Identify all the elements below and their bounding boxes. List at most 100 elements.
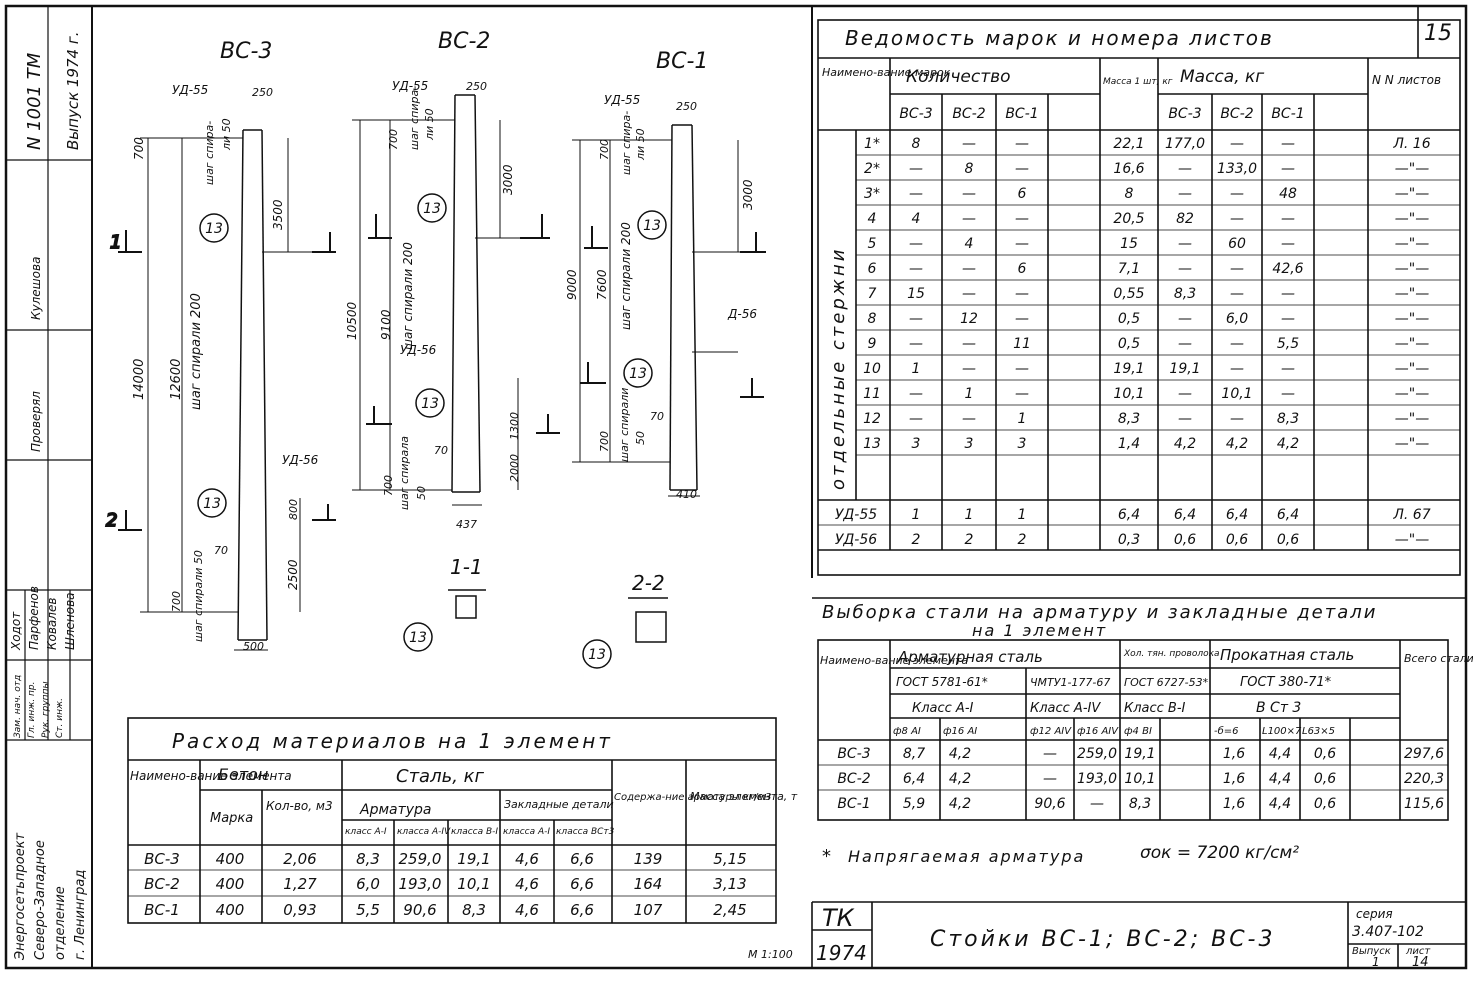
table-cell: —: [1178, 261, 1192, 277]
table-cell: Кулешова: [29, 257, 43, 320]
table-cell: 70: [650, 410, 664, 423]
table-cell: 220,3: [1404, 771, 1444, 787]
note-formula: σок = 7200 кг/см²: [1140, 843, 1299, 863]
marker-13: 13: [588, 647, 606, 663]
table-cell: —"—: [1395, 386, 1429, 402]
table-cell: Марка: [210, 811, 253, 826]
table-cell: L100×7: [1262, 726, 1302, 737]
table-cell: —: [962, 261, 976, 277]
table-cell: 6,0: [1226, 311, 1248, 327]
table-cell: 70: [434, 444, 448, 457]
table-cell: 42,6: [1272, 261, 1303, 277]
table-cell: 4,4: [1269, 746, 1291, 762]
table-cell: Арматурная сталь: [897, 648, 1043, 666]
table-cell: —: [1015, 136, 1029, 152]
table-cell: 4,6: [515, 901, 539, 919]
marker-13: 13: [643, 218, 661, 234]
table-cell: 250: [676, 100, 697, 113]
table-cell: —"—: [1395, 311, 1429, 327]
table-cell: Рук. группы: [41, 681, 51, 738]
table-cell: —: [1230, 186, 1244, 202]
table-cell: 1: [965, 507, 974, 523]
sheet-number: 15: [1424, 21, 1452, 46]
table-cell: —"—: [1395, 186, 1429, 202]
table-cell: 193,0: [399, 875, 442, 893]
table-cell: ф16 АI: [943, 726, 977, 737]
table-cell: 1,6: [1223, 796, 1245, 812]
table-cell: 177,0: [1165, 136, 1205, 152]
table-cell: —: [1178, 236, 1192, 252]
table-cell: —: [1281, 361, 1295, 377]
table-cell: ВС-2: [144, 875, 180, 893]
table-cell: 8,7: [903, 746, 925, 762]
table-cell: —: [909, 386, 923, 402]
column-vs2: [352, 94, 520, 506]
table-cell: 8,3: [1118, 411, 1140, 427]
table-cell: г. Ленинград: [73, 870, 88, 960]
vyborka-h-name: Наимено-вание элемента: [820, 654, 968, 667]
table-cell: —"—: [1395, 361, 1429, 377]
table-cell: шаг спира-: [203, 121, 216, 185]
table-cell: 0,93: [283, 901, 316, 919]
table-cell: 5,9: [903, 796, 925, 812]
table-cell: —: [1015, 236, 1029, 252]
detail-ud56-vs2: УД-56: [400, 343, 437, 357]
table-cell: —: [1230, 336, 1244, 352]
table-cell: —: [1230, 211, 1244, 227]
table-cell: Класс В-I: [1124, 701, 1186, 716]
table-cell: —"—: [1395, 411, 1429, 427]
table-cell: 4,6: [515, 850, 539, 868]
table-cell: 6,6: [570, 850, 594, 868]
note-star: *: [822, 846, 831, 867]
table-cell: 5: [868, 236, 877, 252]
table-cell: 5,15: [713, 850, 746, 868]
table-cell: 4,2: [1277, 436, 1299, 452]
table-row: 5—4—15—60——"—: [868, 236, 1430, 252]
table-cell: 8: [1125, 186, 1134, 202]
table-cell: ВС-3: [837, 746, 870, 762]
table-cell: 19,1: [457, 850, 490, 868]
table-cell: —"—: [1395, 161, 1429, 177]
table-cell: 14000: [132, 359, 147, 400]
table-cell: шаг спирала: [398, 436, 411, 510]
table-cell: 6: [1018, 261, 1027, 277]
table-cell: Масса элемента, т: [690, 790, 798, 803]
table-cell: 3000: [501, 164, 515, 195]
table-cell: 12600: [169, 359, 184, 400]
table-cell: 2000: [508, 454, 521, 482]
table-cell: 700: [170, 591, 183, 612]
table-cell: 48: [1279, 186, 1297, 202]
table-cell: 8,3: [1174, 286, 1196, 302]
table-cell: отделение: [53, 886, 68, 960]
table-cell: ли 50: [423, 108, 436, 141]
table-cell: 139: [634, 850, 663, 868]
table-cell: 12: [960, 311, 978, 327]
table-cell: 4,2: [949, 771, 971, 787]
table-cell: ГОСТ 380-71*: [1240, 675, 1332, 690]
table-cell: Прокатная сталь: [1220, 646, 1354, 664]
table-cell: 7: [868, 286, 877, 302]
table-cell: —: [962, 286, 976, 302]
table-cell: Арматура: [359, 802, 432, 818]
table-cell: 0,6: [1314, 771, 1336, 787]
table-cell: лист: [1405, 946, 1431, 957]
table-cell: Всего стали, кг: [1404, 652, 1473, 665]
table-cell: 115,6: [1404, 796, 1444, 812]
table-cell: 193,0: [1077, 771, 1117, 787]
table-cell: Класс А-I: [912, 701, 974, 716]
table-cell: 164: [634, 875, 663, 893]
table-cell: 2: [912, 532, 921, 548]
table-cell: 4: [868, 211, 877, 227]
table-cell: ф16 АIV: [1077, 726, 1119, 737]
table-cell: —: [909, 261, 923, 277]
table-cell: УД-56: [835, 532, 877, 548]
table-cell: 1: [912, 507, 921, 523]
column-vs3-labels: ВС-3 УД-55 250 УД-56 500 700 шаг спира- …: [132, 39, 319, 653]
table-cell: класса В-I: [451, 827, 498, 837]
table-cell: 437: [456, 518, 477, 531]
